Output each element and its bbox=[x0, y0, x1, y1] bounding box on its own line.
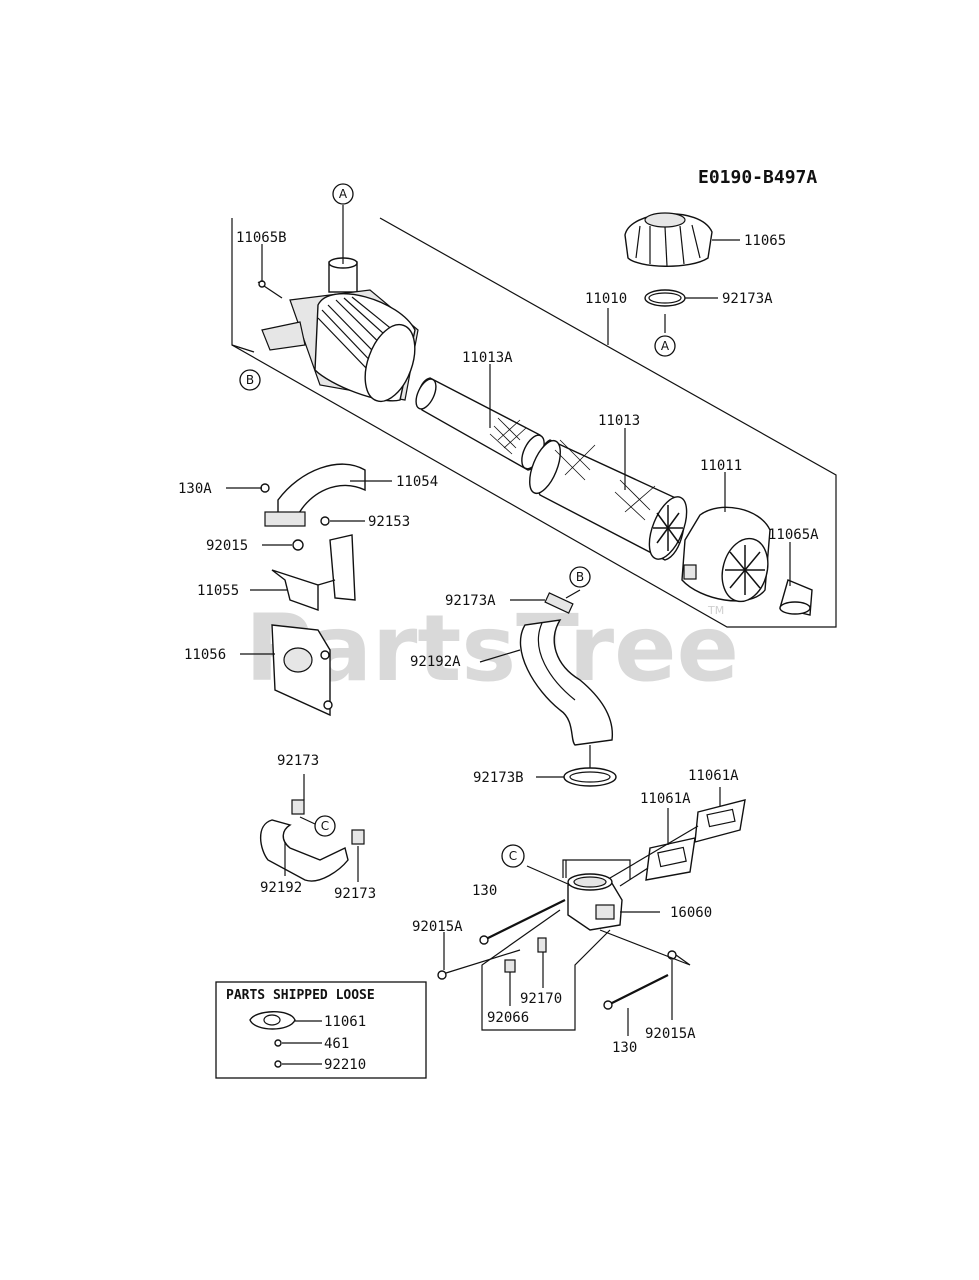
washer-461-icon bbox=[274, 1039, 282, 1047]
label-92173A-mid: 92173A bbox=[445, 593, 496, 609]
label-92153: 92153 bbox=[368, 514, 410, 530]
inner-element-11013A[interactable] bbox=[412, 376, 549, 472]
nut-92170[interactable] bbox=[537, 937, 547, 953]
label-92173-top: 92173 bbox=[277, 753, 319, 769]
label-92015A-left: 92015A bbox=[412, 919, 463, 935]
label-11013A: 11013A bbox=[462, 350, 513, 366]
label-130A: 130A bbox=[178, 481, 212, 497]
loose-item-3: 92210 bbox=[324, 1057, 366, 1073]
callout-a-right: A bbox=[654, 335, 676, 357]
hose-92192[interactable] bbox=[259, 819, 349, 882]
label-11011: 11011 bbox=[700, 458, 742, 474]
bolt-130-bottom[interactable] bbox=[603, 974, 669, 1010]
label-92170: 92170 bbox=[520, 991, 562, 1007]
label-92173A-top: 92173A bbox=[722, 291, 773, 307]
watermark-tm: TM bbox=[707, 604, 724, 617]
diagram-code: E0190-B497A bbox=[698, 167, 817, 188]
label-11061A-left: 11061A bbox=[640, 791, 691, 807]
callout-c-main: C bbox=[501, 844, 525, 868]
clamp-92173A-mid[interactable] bbox=[544, 592, 574, 614]
part-labels: 11065B 11065 92173A 11010 11013A 11013 1… bbox=[178, 230, 819, 1056]
label-11013: 11013 bbox=[598, 413, 640, 429]
label-92066: 92066 bbox=[487, 1010, 529, 1026]
label-11056: 11056 bbox=[184, 647, 226, 663]
callout-a-top: A bbox=[332, 183, 354, 205]
nut-92210-icon bbox=[274, 1060, 282, 1068]
cover-11011[interactable] bbox=[681, 506, 775, 606]
clamp-92173A-top[interactable] bbox=[644, 289, 686, 307]
pipe-16060[interactable] bbox=[562, 859, 631, 931]
stay-11055[interactable] bbox=[271, 534, 356, 611]
air-cleaner-housing[interactable] bbox=[261, 257, 424, 408]
bracket-11054[interactable] bbox=[264, 463, 366, 527]
bolt-92153[interactable] bbox=[320, 516, 330, 526]
hose-92192A[interactable] bbox=[519, 619, 613, 746]
label-130-top: 130 bbox=[472, 883, 497, 899]
label-11061A-right: 11061A bbox=[688, 768, 739, 784]
label-92015: 92015 bbox=[206, 538, 248, 554]
clamp-92173-top[interactable] bbox=[291, 799, 305, 815]
nut-92015[interactable] bbox=[292, 539, 304, 551]
label-92015A-right: 92015A bbox=[645, 1026, 696, 1042]
bolt-130A[interactable] bbox=[260, 483, 270, 493]
svg-text:B: B bbox=[246, 373, 254, 387]
svg-text:B: B bbox=[576, 570, 584, 584]
clamp-92173-bottom[interactable] bbox=[351, 829, 365, 845]
valve-11065A[interactable] bbox=[779, 579, 813, 616]
label-11055: 11055 bbox=[197, 583, 239, 599]
callout-b-left: B bbox=[239, 369, 261, 391]
callout-b-hose: B bbox=[569, 566, 591, 588]
nut-92015A-left[interactable] bbox=[437, 970, 447, 980]
gasket-11061A-left[interactable] bbox=[645, 837, 696, 881]
label-11010: 11010 bbox=[585, 291, 627, 307]
clamp-92173B[interactable] bbox=[563, 767, 617, 787]
loose-parts-title: PARTS SHIPPED LOOSE bbox=[226, 988, 375, 1003]
label-92173-bottom: 92173 bbox=[334, 886, 376, 902]
label-92192A: 92192A bbox=[410, 654, 461, 670]
bracket-11056[interactable] bbox=[271, 624, 333, 717]
svg-text:A: A bbox=[661, 339, 670, 353]
label-92173B: 92173B bbox=[473, 770, 524, 786]
bolt-11065B[interactable] bbox=[257, 280, 283, 299]
bolt-130-top[interactable] bbox=[479, 899, 566, 945]
loose-item-1: 11061 bbox=[324, 1014, 366, 1030]
air-cleaner-frame bbox=[231, 217, 837, 628]
svg-text:C: C bbox=[509, 849, 517, 863]
svg-text:A: A bbox=[339, 187, 348, 201]
svg-text:C: C bbox=[321, 819, 329, 833]
label-11065: 11065 bbox=[744, 233, 786, 249]
label-16060: 16060 bbox=[670, 905, 712, 921]
leader-lines bbox=[226, 205, 791, 1036]
gasket-11061A-right[interactable] bbox=[694, 799, 746, 843]
label-11054: 11054 bbox=[396, 474, 438, 490]
label-11065B: 11065B bbox=[236, 230, 287, 246]
pin-92066[interactable] bbox=[504, 959, 516, 973]
outer-element-11013[interactable] bbox=[523, 437, 694, 565]
parts-shipped-loose-box: PARTS SHIPPED LOOSE 11061 461 92210 bbox=[215, 981, 427, 1079]
label-11065A: 11065A bbox=[768, 527, 819, 543]
gasket-11061-icon bbox=[249, 1011, 296, 1030]
label-92192: 92192 bbox=[260, 880, 302, 896]
label-130-bottom: 130 bbox=[612, 1040, 637, 1056]
cap-11065[interactable] bbox=[624, 212, 713, 267]
callout-c-small: C bbox=[314, 815, 336, 837]
loose-item-2: 461 bbox=[324, 1036, 349, 1052]
